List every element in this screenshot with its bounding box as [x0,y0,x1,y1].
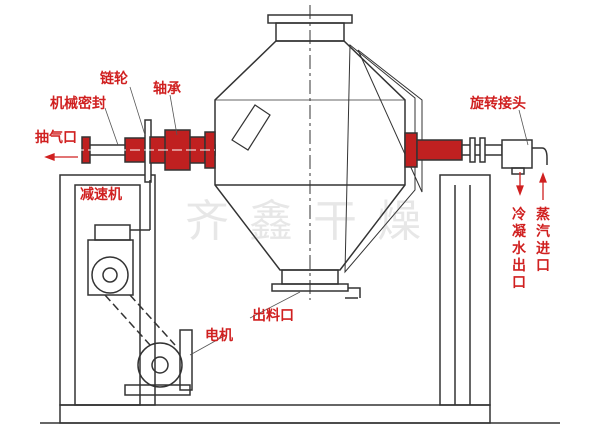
label-condensate-outlet: 冷凝水出口 [512,207,526,291]
label-motor: 电机 [205,328,233,344]
label-discharge: 出料口 [252,308,294,324]
label-steam-inlet: 蒸汽进口 [536,207,550,274]
watermark: 齐鑫干燥 [185,196,441,247]
label-bearing: 轴承 [153,81,181,97]
label-mechanical-seal: 机械密封 [50,96,106,112]
label-reducer: 减速机 [80,187,122,203]
vessel [214,5,423,300]
label-vacuum-outlet: 抽气口 [35,130,77,146]
frame [40,174,560,424]
arrows [44,153,547,200]
label-rotary-joint: 旋转接头 [470,96,526,112]
label-sprocket: 链轮 [100,71,128,87]
drive [87,180,193,396]
left-shaft [60,119,216,183]
leader-lines [104,86,529,356]
right-shaft [404,132,548,175]
